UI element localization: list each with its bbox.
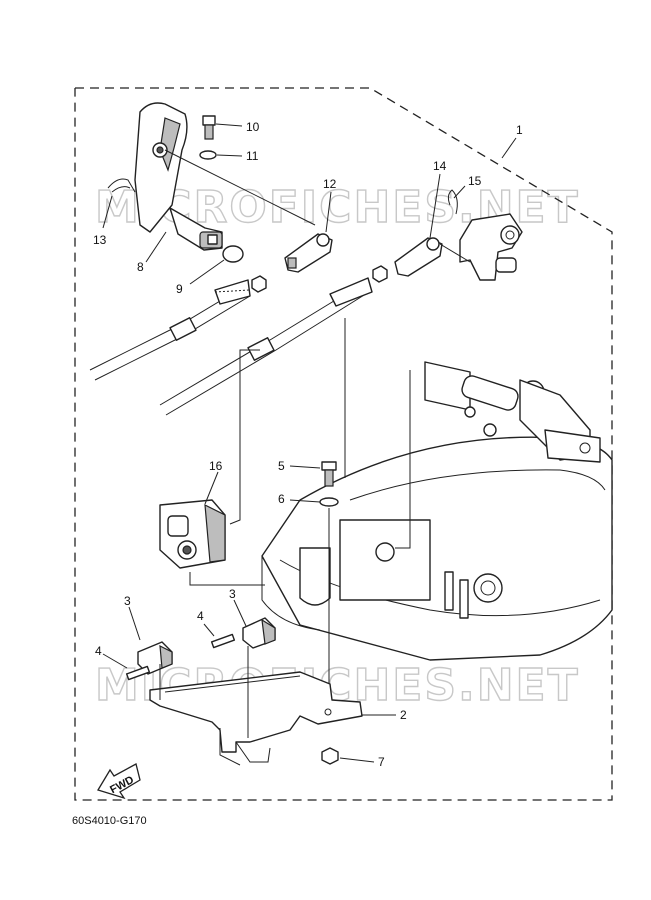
callout-3-right: 3 xyxy=(229,587,236,601)
clip-part xyxy=(107,178,136,193)
leader-cable-16 xyxy=(229,349,260,525)
callout-7: 7 xyxy=(378,755,385,769)
callout-15: 15 xyxy=(468,174,482,188)
callout-4-right: 4 xyxy=(197,609,204,623)
clip-15 xyxy=(447,189,458,215)
stopper-3-right xyxy=(242,617,276,649)
callout-10: 10 xyxy=(246,120,260,134)
bolt-5 xyxy=(321,461,337,487)
bottom-cowling xyxy=(261,436,613,661)
callout-9: 9 xyxy=(176,282,183,296)
callout-12: 12 xyxy=(323,177,337,191)
cable-joint-12 xyxy=(284,233,333,273)
pin-4-left xyxy=(125,665,151,681)
callout-6: 6 xyxy=(278,492,285,506)
nut-cable-2 xyxy=(372,265,388,283)
pin-4-right xyxy=(210,633,236,649)
nut-cable-1 xyxy=(251,275,267,293)
leader-assembly xyxy=(395,370,411,549)
bracket-plate-2 xyxy=(149,671,363,766)
shift-lever-bracket xyxy=(459,213,523,281)
callout-11: 11 xyxy=(246,149,259,163)
callout-4-left: 4 xyxy=(95,644,102,658)
control-cable-2 xyxy=(159,277,373,416)
callout-2: 2 xyxy=(400,708,407,722)
callouts: 1 2 3 3 4 4 5 6 7 8 9 10 11 12 13 14 15 xyxy=(93,120,523,769)
remote-lever-handle xyxy=(134,102,223,251)
washer-6 xyxy=(319,497,339,507)
washer-11 xyxy=(199,150,217,160)
leader-handle-joint xyxy=(164,149,316,226)
leader-14-bracket xyxy=(439,243,471,263)
leader-grommet xyxy=(189,572,265,586)
callout-14: 14 xyxy=(433,159,447,173)
control-cable-1 xyxy=(89,279,251,381)
callout-5: 5 xyxy=(278,459,285,473)
o-ring xyxy=(222,245,244,263)
bolt-10 xyxy=(202,115,216,140)
callout-3-left: 3 xyxy=(124,594,131,608)
grommet-16 xyxy=(159,499,226,569)
callout-8: 8 xyxy=(137,260,144,274)
shift-assembly-bg xyxy=(424,361,601,463)
callout-16: 16 xyxy=(209,459,223,473)
callout-1: 1 xyxy=(516,123,523,137)
nut-7 xyxy=(321,747,339,765)
fwd-arrow-icon: FWD xyxy=(97,763,141,800)
callout-13: 13 xyxy=(93,233,107,247)
cable-joint-14 xyxy=(394,237,443,277)
figure-code: 60S4010-G170 xyxy=(72,815,147,827)
